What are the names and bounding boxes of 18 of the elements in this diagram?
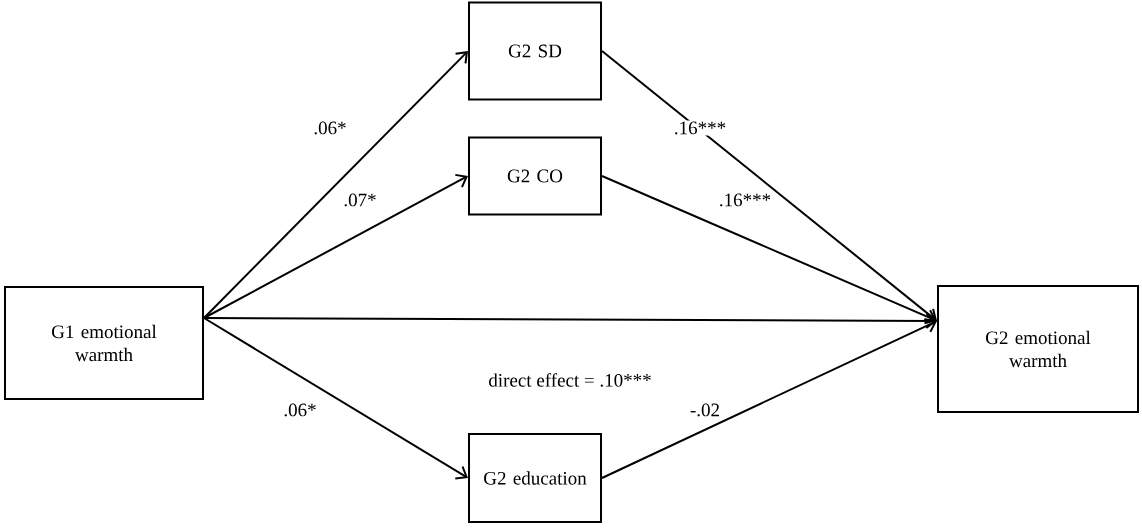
edge-label: direct effect = .10*** [487,372,653,388]
arrow [203,51,468,319]
edge-label: .07* [342,192,378,208]
arrow [601,318,937,479]
process-box: G2 CO [468,136,602,216]
edge-label: .06* [282,402,318,418]
process-box: G2 emotional warmth [937,285,1139,413]
edge-label: .06* [312,120,348,136]
process-box: G1 emotional warmth [4,286,204,400]
arrow [203,173,468,319]
process-box: G2 education [468,433,602,523]
edge-label: .16*** [672,120,728,136]
edge-label: .16*** [717,192,773,208]
arrow [601,175,937,325]
process-box: G2 SD [468,1,602,101]
edge-label: -.02 [688,402,722,418]
arrow [203,317,468,480]
arrow [601,50,937,321]
